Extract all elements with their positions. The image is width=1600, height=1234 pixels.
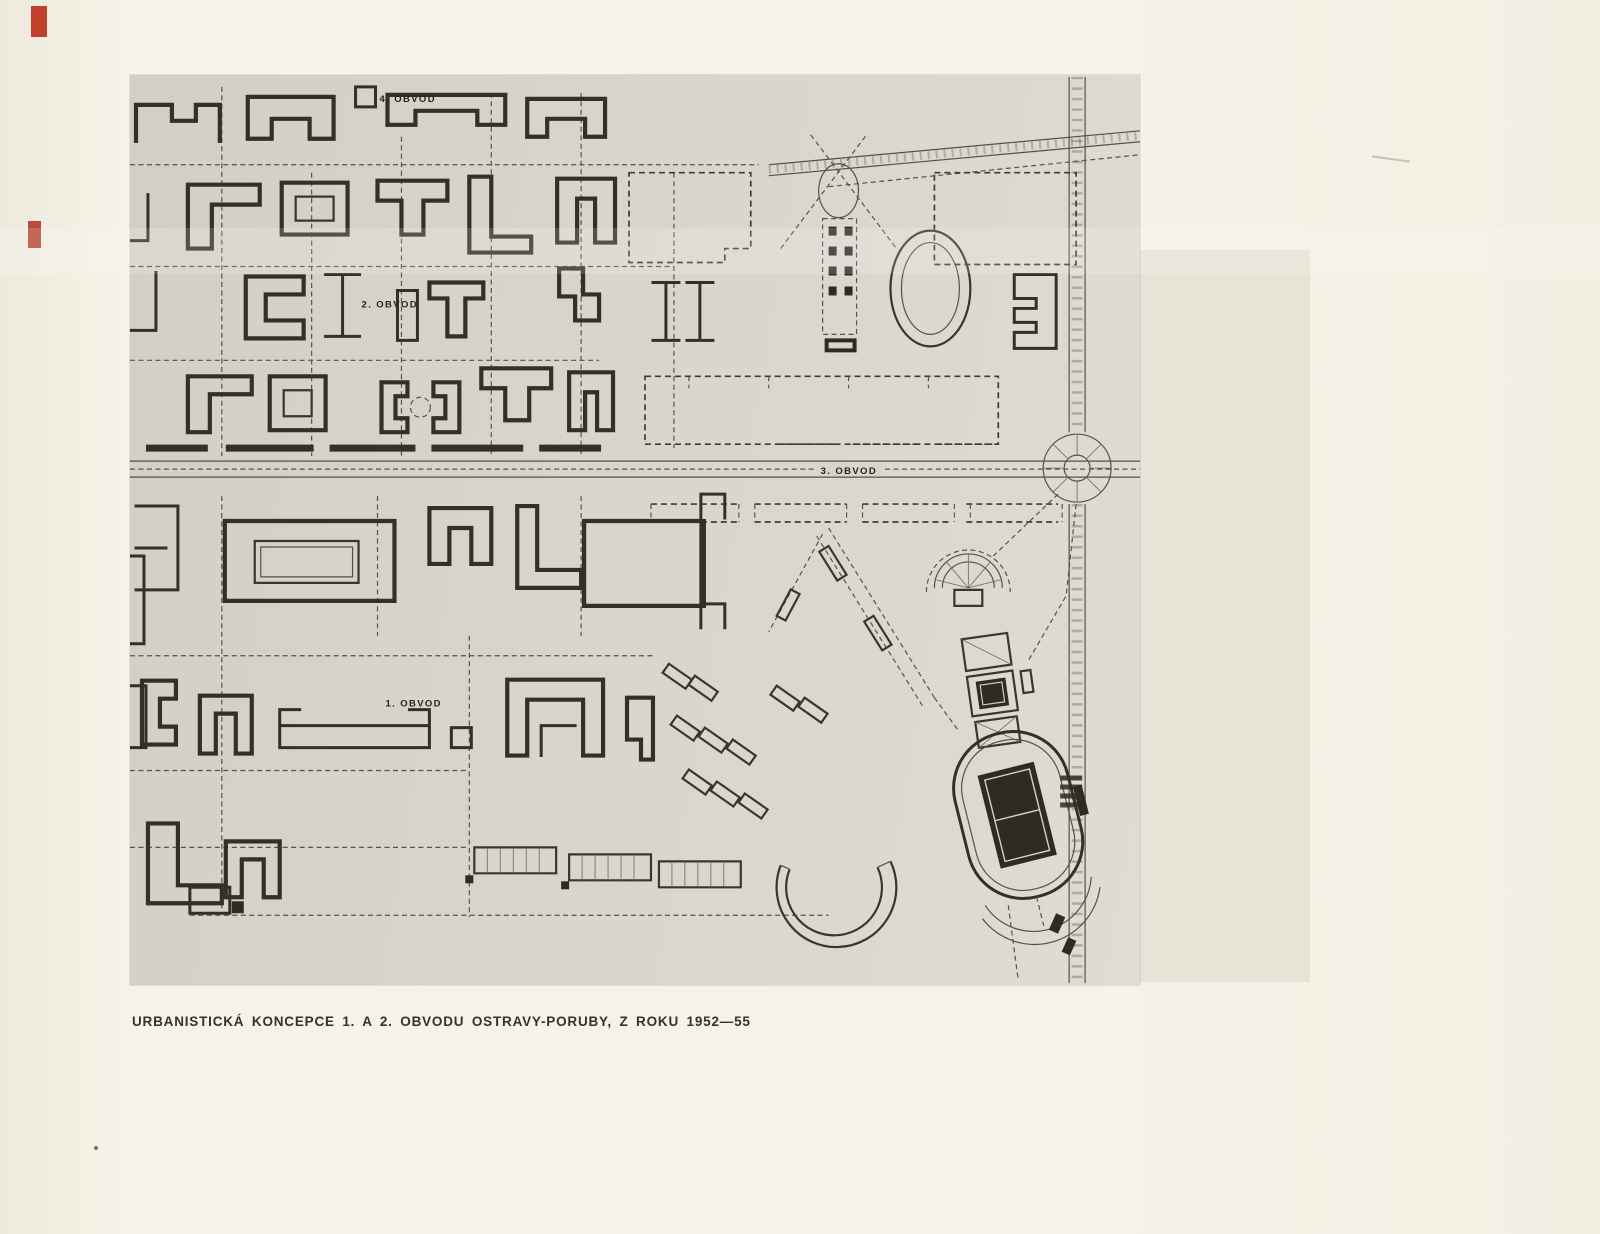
district-labels: 4. OBVOD 2. OBVOD 3. OBVOD 1. OBVOD bbox=[362, 94, 883, 710]
district-label-1: 1. OBVOD bbox=[385, 699, 441, 710]
diagonal-corridor bbox=[768, 493, 1077, 731]
district-2-buildings bbox=[130, 85, 618, 452]
print-speck bbox=[94, 1146, 98, 1150]
amphitheatre-fan bbox=[925, 549, 1011, 607]
stadium bbox=[952, 729, 1101, 946]
plan-photo: 4. OBVOD 2. OBVOD 3. OBVOD 1. OBVOD bbox=[130, 75, 1140, 985]
district-label-3-backing bbox=[816, 464, 883, 477]
diagonal-row-houses bbox=[661, 662, 830, 821]
c-building-right bbox=[1012, 273, 1058, 350]
bottom-slab-row bbox=[465, 846, 742, 890]
red-registration-mark-middle bbox=[28, 221, 41, 248]
sports-oval bbox=[889, 229, 972, 348]
stray-pencil-mark bbox=[1372, 155, 1410, 163]
district-label-3: 3. OBVOD bbox=[821, 466, 877, 477]
caption: URBANISTICKÁ KONCEPCE 1. A 2. OBVODU OST… bbox=[132, 1014, 751, 1029]
page-showthrough-shade bbox=[1138, 250, 1310, 982]
sports-courts bbox=[960, 631, 1035, 750]
civic-axis-cluster bbox=[822, 218, 858, 353]
scan-light-band bbox=[0, 228, 1600, 274]
twin-i-blocks bbox=[651, 280, 715, 342]
diagonal-road-band bbox=[768, 130, 1140, 249]
plan-map-svg: 4. OBVOD 2. OBVOD 3. OBVOD 1. OBVOD bbox=[130, 76, 1140, 984]
district-label-4: 4. OBVOD bbox=[380, 94, 436, 105]
red-registration-mark-top bbox=[31, 6, 47, 37]
crescent-building bbox=[775, 860, 898, 949]
district-1-buildings bbox=[130, 492, 727, 915]
main-boulevard bbox=[130, 460, 1140, 478]
stadium-annex-blocks bbox=[1007, 905, 1077, 981]
dashed-campus-blocks bbox=[628, 171, 1077, 446]
district-3-row bbox=[650, 503, 1063, 523]
level-crossing-hatch bbox=[1060, 775, 1083, 808]
district-label-2: 2. OBVOD bbox=[362, 299, 418, 310]
